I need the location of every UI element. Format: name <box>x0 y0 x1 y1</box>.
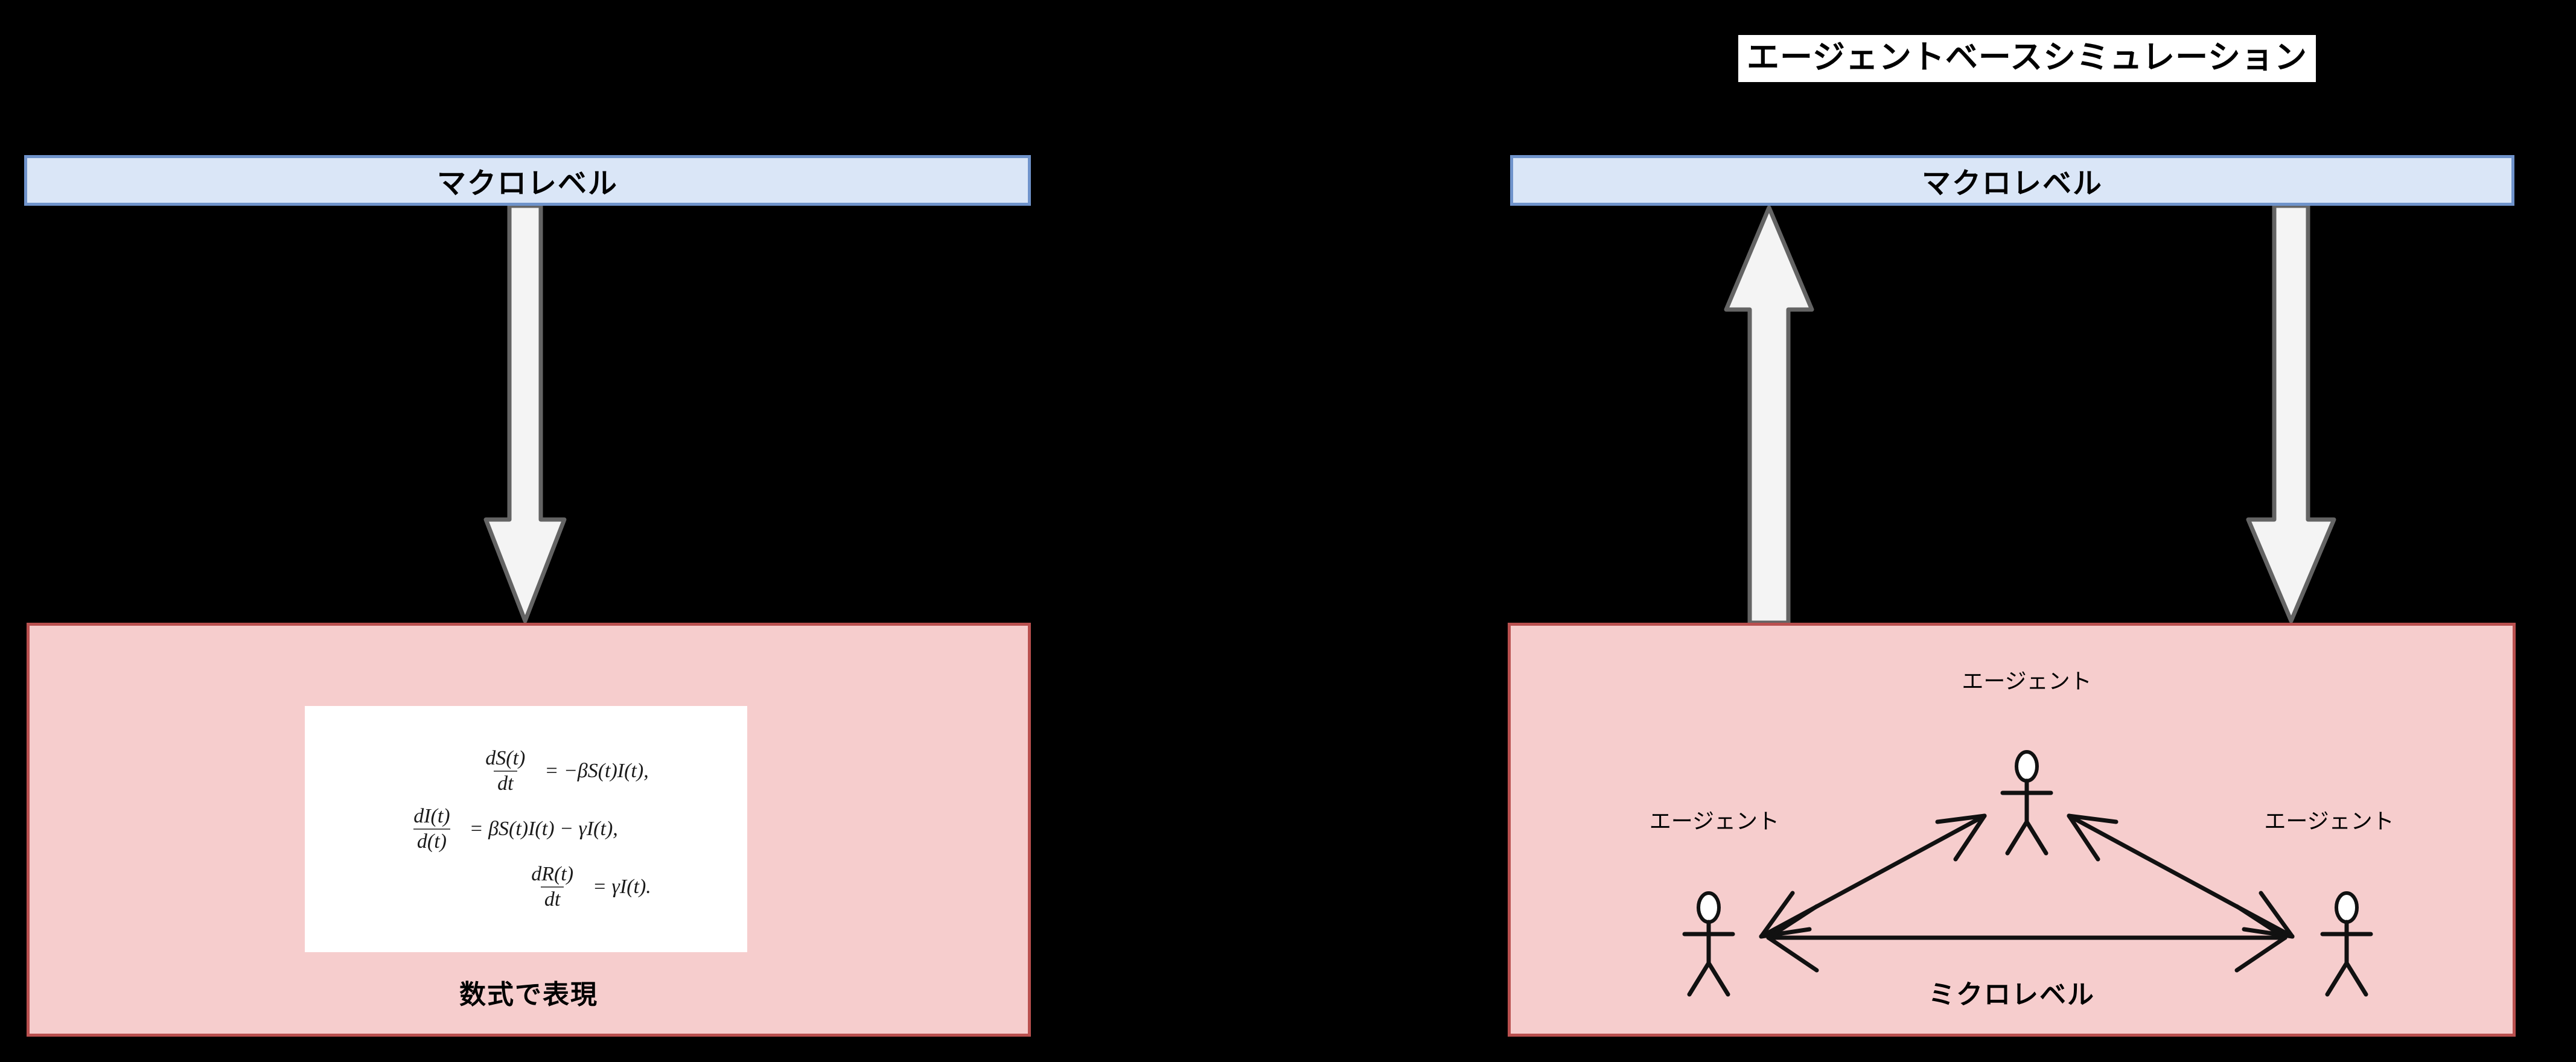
micro-level-box-right <box>1508 623 2516 1037</box>
equation-denominator: d(t) <box>413 828 450 852</box>
macro-level-box-right: マクロレベル <box>1510 155 2514 206</box>
fraction-dr-dt: dR(t) dt <box>528 864 577 910</box>
equation-row-2: dI(t) d(t) = βS(t)I(t) − γI(t), <box>410 806 618 852</box>
equation-numerator: dR(t) <box>531 863 574 885</box>
equation-rhs: = γI(t). <box>593 876 651 898</box>
fraction-ds-dt: dS(t) dt <box>482 748 529 794</box>
equation-numerator: dI(t) <box>413 805 450 827</box>
macro-level-box-left: マクロレベル <box>24 155 1031 206</box>
down-arrow-icon-right <box>2245 203 2337 623</box>
diagram-title: エージェントベースシミュレーション <box>1738 35 2316 83</box>
macro-level-label-right: マクロレベル <box>1921 168 2103 200</box>
equation-rhs: = −βS(t)I(t), <box>544 760 649 782</box>
equation-denominator: dt <box>494 771 517 794</box>
down-arrow-icon-left <box>483 203 567 623</box>
up-arrow-icon-right <box>1723 205 1815 625</box>
equation-rhs: = βS(t)I(t) − γI(t), <box>469 818 618 840</box>
fraction-di-dt: dI(t) d(t) <box>410 806 453 852</box>
equation-row-1: dS(t) dt = −βS(t)I(t), <box>482 748 648 794</box>
macro-level-label-left: マクロレベル <box>436 168 618 200</box>
equation-numerator: dS(t) <box>485 747 526 769</box>
equation-denominator: dt <box>540 886 564 910</box>
equation-row-3: dR(t) dt = γI(t). <box>528 864 651 910</box>
equation-panel: dS(t) dt = −βS(t)I(t), dI(t) d(t) = βS(t… <box>305 706 747 952</box>
